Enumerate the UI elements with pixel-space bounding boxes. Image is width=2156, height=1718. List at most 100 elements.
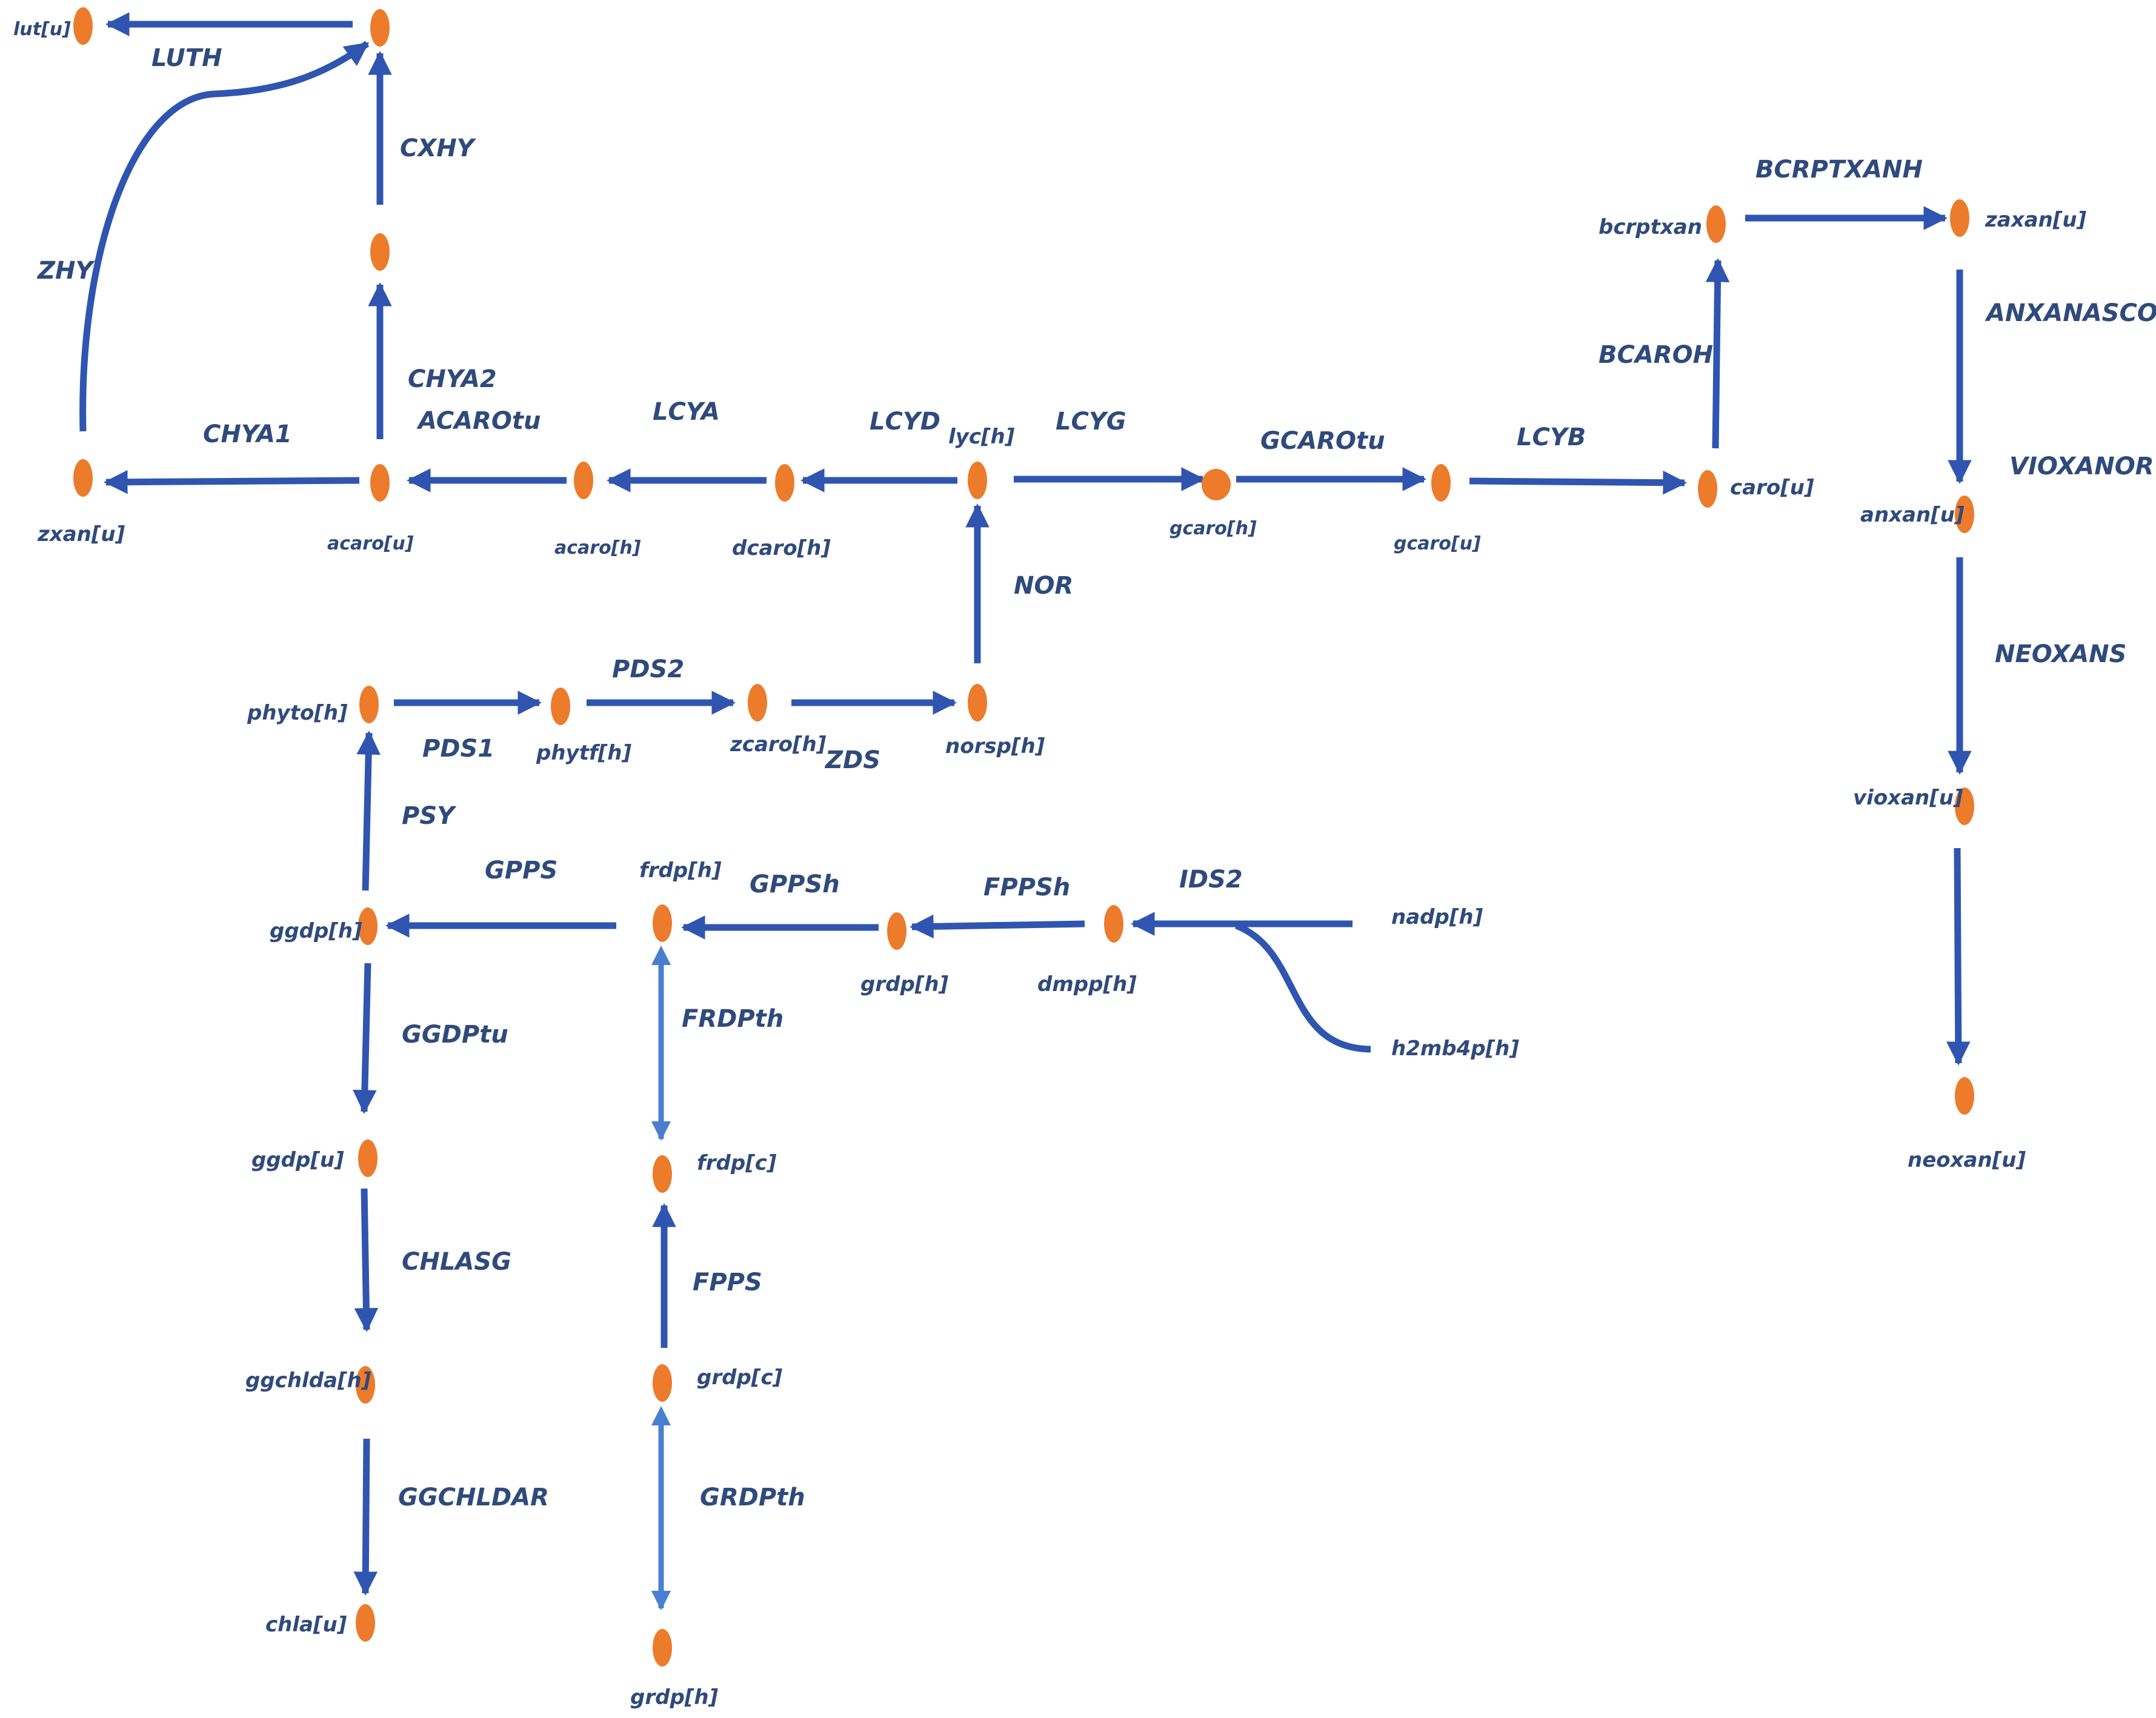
arrow-to-neoxan (1946, 847, 1971, 1066)
node-ggdp-h (358, 907, 378, 945)
label-chlasg: CHLASG (402, 1248, 511, 1276)
node-lut-u (73, 7, 93, 45)
arrow-lcyb (1469, 470, 1687, 495)
label-ggdp-h: ggdp[h] (270, 919, 362, 943)
label-ggdp-u: ggdp[u] (251, 1148, 344, 1172)
node-ggchlda-h (356, 1366, 375, 1404)
node-vioxan-u (1955, 788, 1974, 825)
label-zds: ZDS (825, 746, 881, 774)
label-lut-u: lut[u] (13, 19, 71, 40)
label-h2mb4p-h: h2mb4p[h] (1391, 1036, 1519, 1061)
label-gppsh: GPPSh (750, 871, 840, 898)
label-fppsh: FPPSh (983, 874, 1071, 901)
node-neoxan-u (1955, 1077, 1974, 1115)
arrow-fppsh (910, 914, 1085, 939)
label-zxan-u: zxan[u] (38, 522, 125, 546)
node-dmpp-h (1104, 905, 1123, 943)
label-grdp-c: grdp[c] (697, 1365, 783, 1390)
node-zaxan-u (1950, 199, 1969, 237)
label-zhy: ZHY (38, 257, 93, 285)
node-zcaro-h (748, 684, 767, 721)
label-gcaro-u: gcaro[u] (1394, 533, 1481, 554)
label-neoxans: NEOXANS (1995, 640, 2127, 668)
node-grdp-c (653, 1364, 672, 1402)
label-anxan-u: anxan[u] (1860, 503, 1965, 527)
label-pds1: PDS1 (422, 735, 495, 763)
label-gcarotu: GCAROtu (1260, 427, 1385, 455)
label-neoxan-u: neoxan[u] (1908, 1148, 2026, 1172)
label-pds2: PDS2 (612, 655, 685, 683)
node-acaro-u (370, 464, 390, 502)
node-gcaro-h (1202, 469, 1231, 500)
label-acaro-u: acaro[u] (327, 533, 414, 554)
label-cxhy: CXHY (400, 134, 474, 162)
arrow-h2mb4p (1235, 922, 1371, 1053)
arrow-zhy (79, 41, 370, 432)
arrow-ggdptu (353, 963, 377, 1114)
label-lcyg: LCYG (1056, 408, 1126, 436)
label-ggchldar: GGCHLDAR (398, 1484, 549, 1511)
node-norsp-h (968, 684, 987, 721)
label-dcaro-h: dcaro[h] (732, 536, 831, 560)
label-grdp-h-bottom: grdp[h] (630, 1685, 719, 1710)
label-bcaroh: BCAROH (1599, 341, 1714, 369)
label-ggdptu: GGDPtu (402, 1021, 508, 1049)
arrow-chlasg (354, 1188, 379, 1332)
node-gcaro-u (1431, 464, 1451, 502)
label-grdpth: GRDPth (700, 1484, 805, 1511)
node-lyc-h (968, 462, 987, 499)
label-bcrptxan: bcrptxan (1599, 215, 1702, 239)
label-acarotu: ACAROtu (418, 407, 541, 435)
label-gcaro-h: gcaro[h] (1169, 518, 1257, 539)
node-top-junction (370, 9, 390, 47)
label-ggchlda-h: ggchlda[h] (245, 1368, 371, 1393)
label-zcaro-h: zcaro[h] (730, 732, 827, 757)
label-dmpp-h: dmpp[h] (1037, 972, 1137, 997)
label-lcyd: LCYD (870, 408, 941, 436)
label-nadp-h: nadp[h] (1391, 905, 1483, 929)
label-anxanascor: ANXANASCOR (1986, 299, 2156, 327)
label-norsp-h: norsp[h] (945, 734, 1045, 758)
node-phyto-h (359, 686, 379, 723)
label-chya2: CHYA2 (408, 365, 497, 393)
label-psy: PSY (402, 802, 455, 830)
node-ggdp-u (358, 1139, 378, 1177)
label-fpps: FPPS (693, 1269, 762, 1296)
label-lcya: LCYA (653, 398, 720, 426)
label-chla-u: chla[u] (265, 1613, 347, 1637)
label-frdp-h: frdp[h] (639, 858, 722, 883)
arrow-chya1 (104, 469, 360, 494)
label-ids2: IDS2 (1179, 866, 1243, 894)
label-acaro-h: acaro[h] (554, 537, 641, 559)
arrow-ggchldar (353, 1438, 378, 1596)
node-caro-u (1698, 470, 1717, 508)
node-acaro-h (574, 462, 593, 499)
node-zxan-u (73, 459, 93, 497)
arrow-psy (356, 731, 381, 891)
label-lyc-h: lyc[h] (948, 425, 1015, 449)
node-bcrptxan (1706, 205, 1726, 243)
label-caro-u: caro[u] (1730, 476, 1814, 500)
label-lcyb: LCYB (1517, 423, 1586, 451)
node-grdp-h-bottom (653, 1629, 672, 1667)
arrow-bcaroh (1705, 258, 1730, 449)
label-vioxanor: VIOXANOR (2009, 453, 2154, 480)
label-grdp-h: grdp[h] (860, 972, 949, 997)
label-vioxan-u: vioxan[u] (1853, 786, 1963, 810)
label-bcrptxanh: BCRPTXANH (1755, 156, 1923, 184)
node-chla-u (356, 1604, 375, 1642)
node-phytf-h (551, 688, 570, 725)
label-phyto-h: phyto[h] (247, 701, 348, 725)
label-frdp-c: frdp[c] (697, 1151, 777, 1175)
label-zaxan-u: zaxan[u] (1985, 208, 2087, 232)
node-grdp-h (887, 912, 907, 950)
label-nor: NOR (1014, 572, 1074, 600)
label-frdpth: FRDPth (682, 1005, 784, 1033)
label-chya1: CHYA1 (203, 420, 292, 448)
node-dcaro-h (775, 464, 794, 502)
node-cxhy-intermediate (370, 233, 390, 271)
label-gpps: GPPS (485, 857, 558, 884)
label-phytf-h: phytf[h] (536, 741, 632, 765)
node-frdp-h (653, 904, 672, 942)
